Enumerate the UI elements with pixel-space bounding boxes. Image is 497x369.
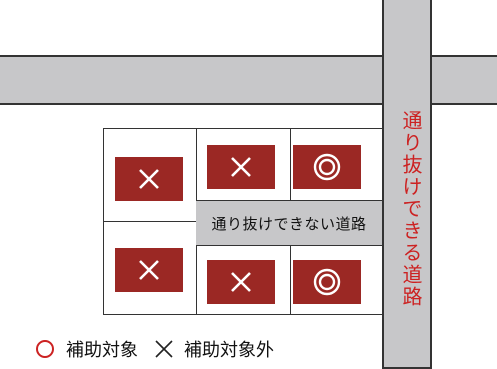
legend-subsidized-label: 補助対象 — [66, 340, 138, 361]
legend-not-subsidized-label: 補助対象外 — [184, 340, 274, 361]
lot-top-left-cross-mark — [115, 157, 183, 201]
dead-end-road: 通り抜けできない道路 — [196, 200, 382, 246]
cross-icon — [231, 157, 251, 177]
double-circle-icon — [313, 268, 341, 296]
cross-icon — [139, 260, 159, 280]
dead-end-road-label: 通り抜けできない道路 — [211, 214, 367, 233]
through-road-label: 通り抜けできる道路 — [399, 110, 423, 308]
legend: 補助対象 補助対象外 — [36, 336, 274, 362]
lot-bottom-middle-cross-mark — [207, 260, 275, 304]
lot-bottom-left-cross-mark — [115, 248, 183, 292]
double-circle-icon — [313, 153, 341, 181]
lot-top-right-double-circle-mark — [293, 145, 361, 189]
circle-icon — [36, 340, 54, 358]
cross-icon — [155, 340, 173, 358]
cross-icon — [231, 272, 251, 292]
road-junction — [384, 57, 430, 103]
lot-top-middle-cross-mark — [207, 145, 275, 189]
cross-icon — [139, 169, 159, 189]
lot-bottom-right-double-circle-mark — [293, 260, 361, 304]
